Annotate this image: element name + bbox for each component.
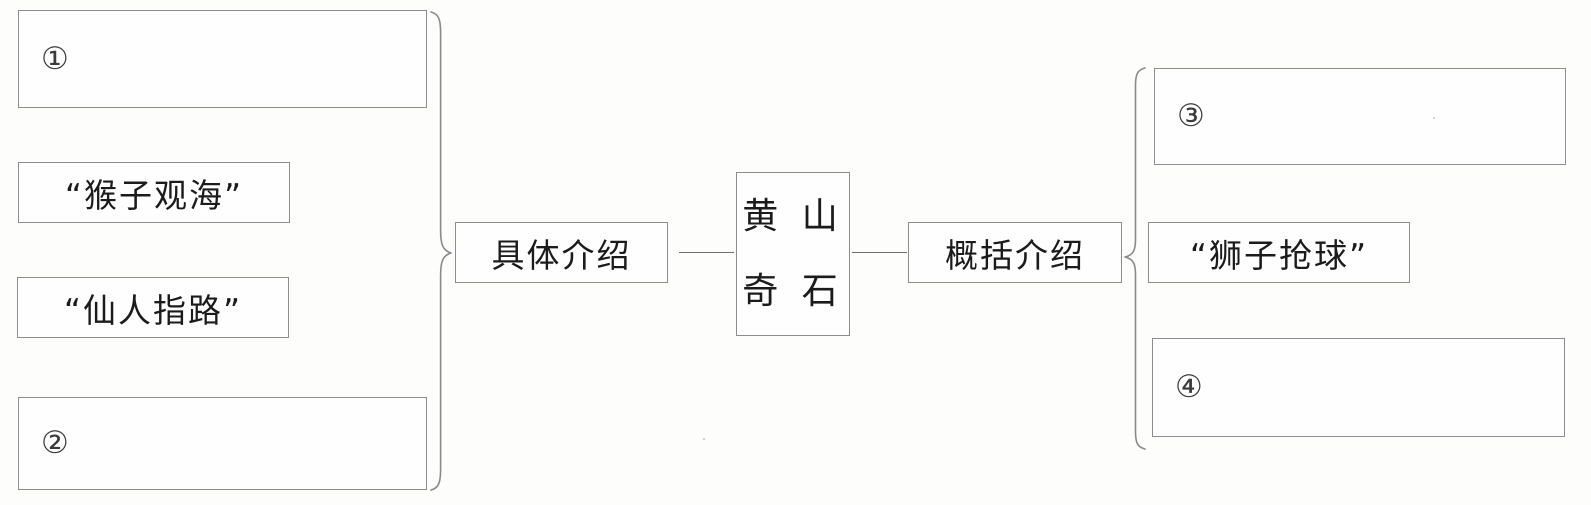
right-brace (1122, 64, 1148, 456)
left-item-blank-2[interactable]: ② (18, 397, 427, 490)
centre-line-2: 奇 石 (742, 270, 844, 312)
left-branch-label-text: 具体介绍 (491, 235, 632, 275)
left-item-blank-1[interactable]: ① (18, 10, 427, 108)
connector-left (679, 252, 734, 253)
right-item-label: “狮子抢球” (1189, 235, 1369, 275)
right-item-blank-4[interactable]: ④ (1152, 338, 1565, 437)
right-branch-label-general-intro[interactable]: 概括介绍 (908, 222, 1122, 283)
centre-node-huangshan-rocks[interactable]: 黄 山 奇 石 (736, 172, 850, 336)
scan-speck (703, 438, 705, 440)
circled-number-1-icon: ① (41, 40, 69, 77)
right-branch-label-text: 概括介绍 (945, 235, 1085, 275)
right-item-blank-3[interactable]: ③ (1154, 68, 1566, 165)
connector-right (852, 252, 907, 253)
circled-number-2-icon: ② (41, 425, 69, 461)
centre-line-1: 黄 山 (742, 195, 844, 237)
scan-speck (1433, 117, 1435, 119)
right-item-lion-grabbing-ball[interactable]: “狮子抢球” (1148, 222, 1410, 283)
left-brace (428, 6, 454, 496)
left-item-label: “仙人指路” (63, 290, 243, 330)
circled-number-4-icon: ④ (1175, 369, 1203, 405)
left-item-label: “猴子观海” (64, 175, 244, 215)
left-item-monkey-watching-sea[interactable]: “猴子观海” (18, 162, 290, 223)
left-item-immortal-pointing-way[interactable]: “仙人指路” (17, 277, 289, 338)
circled-number-3-icon: ③ (1177, 98, 1205, 134)
left-branch-label-detailed-intro[interactable]: 具体介绍 (455, 222, 668, 283)
